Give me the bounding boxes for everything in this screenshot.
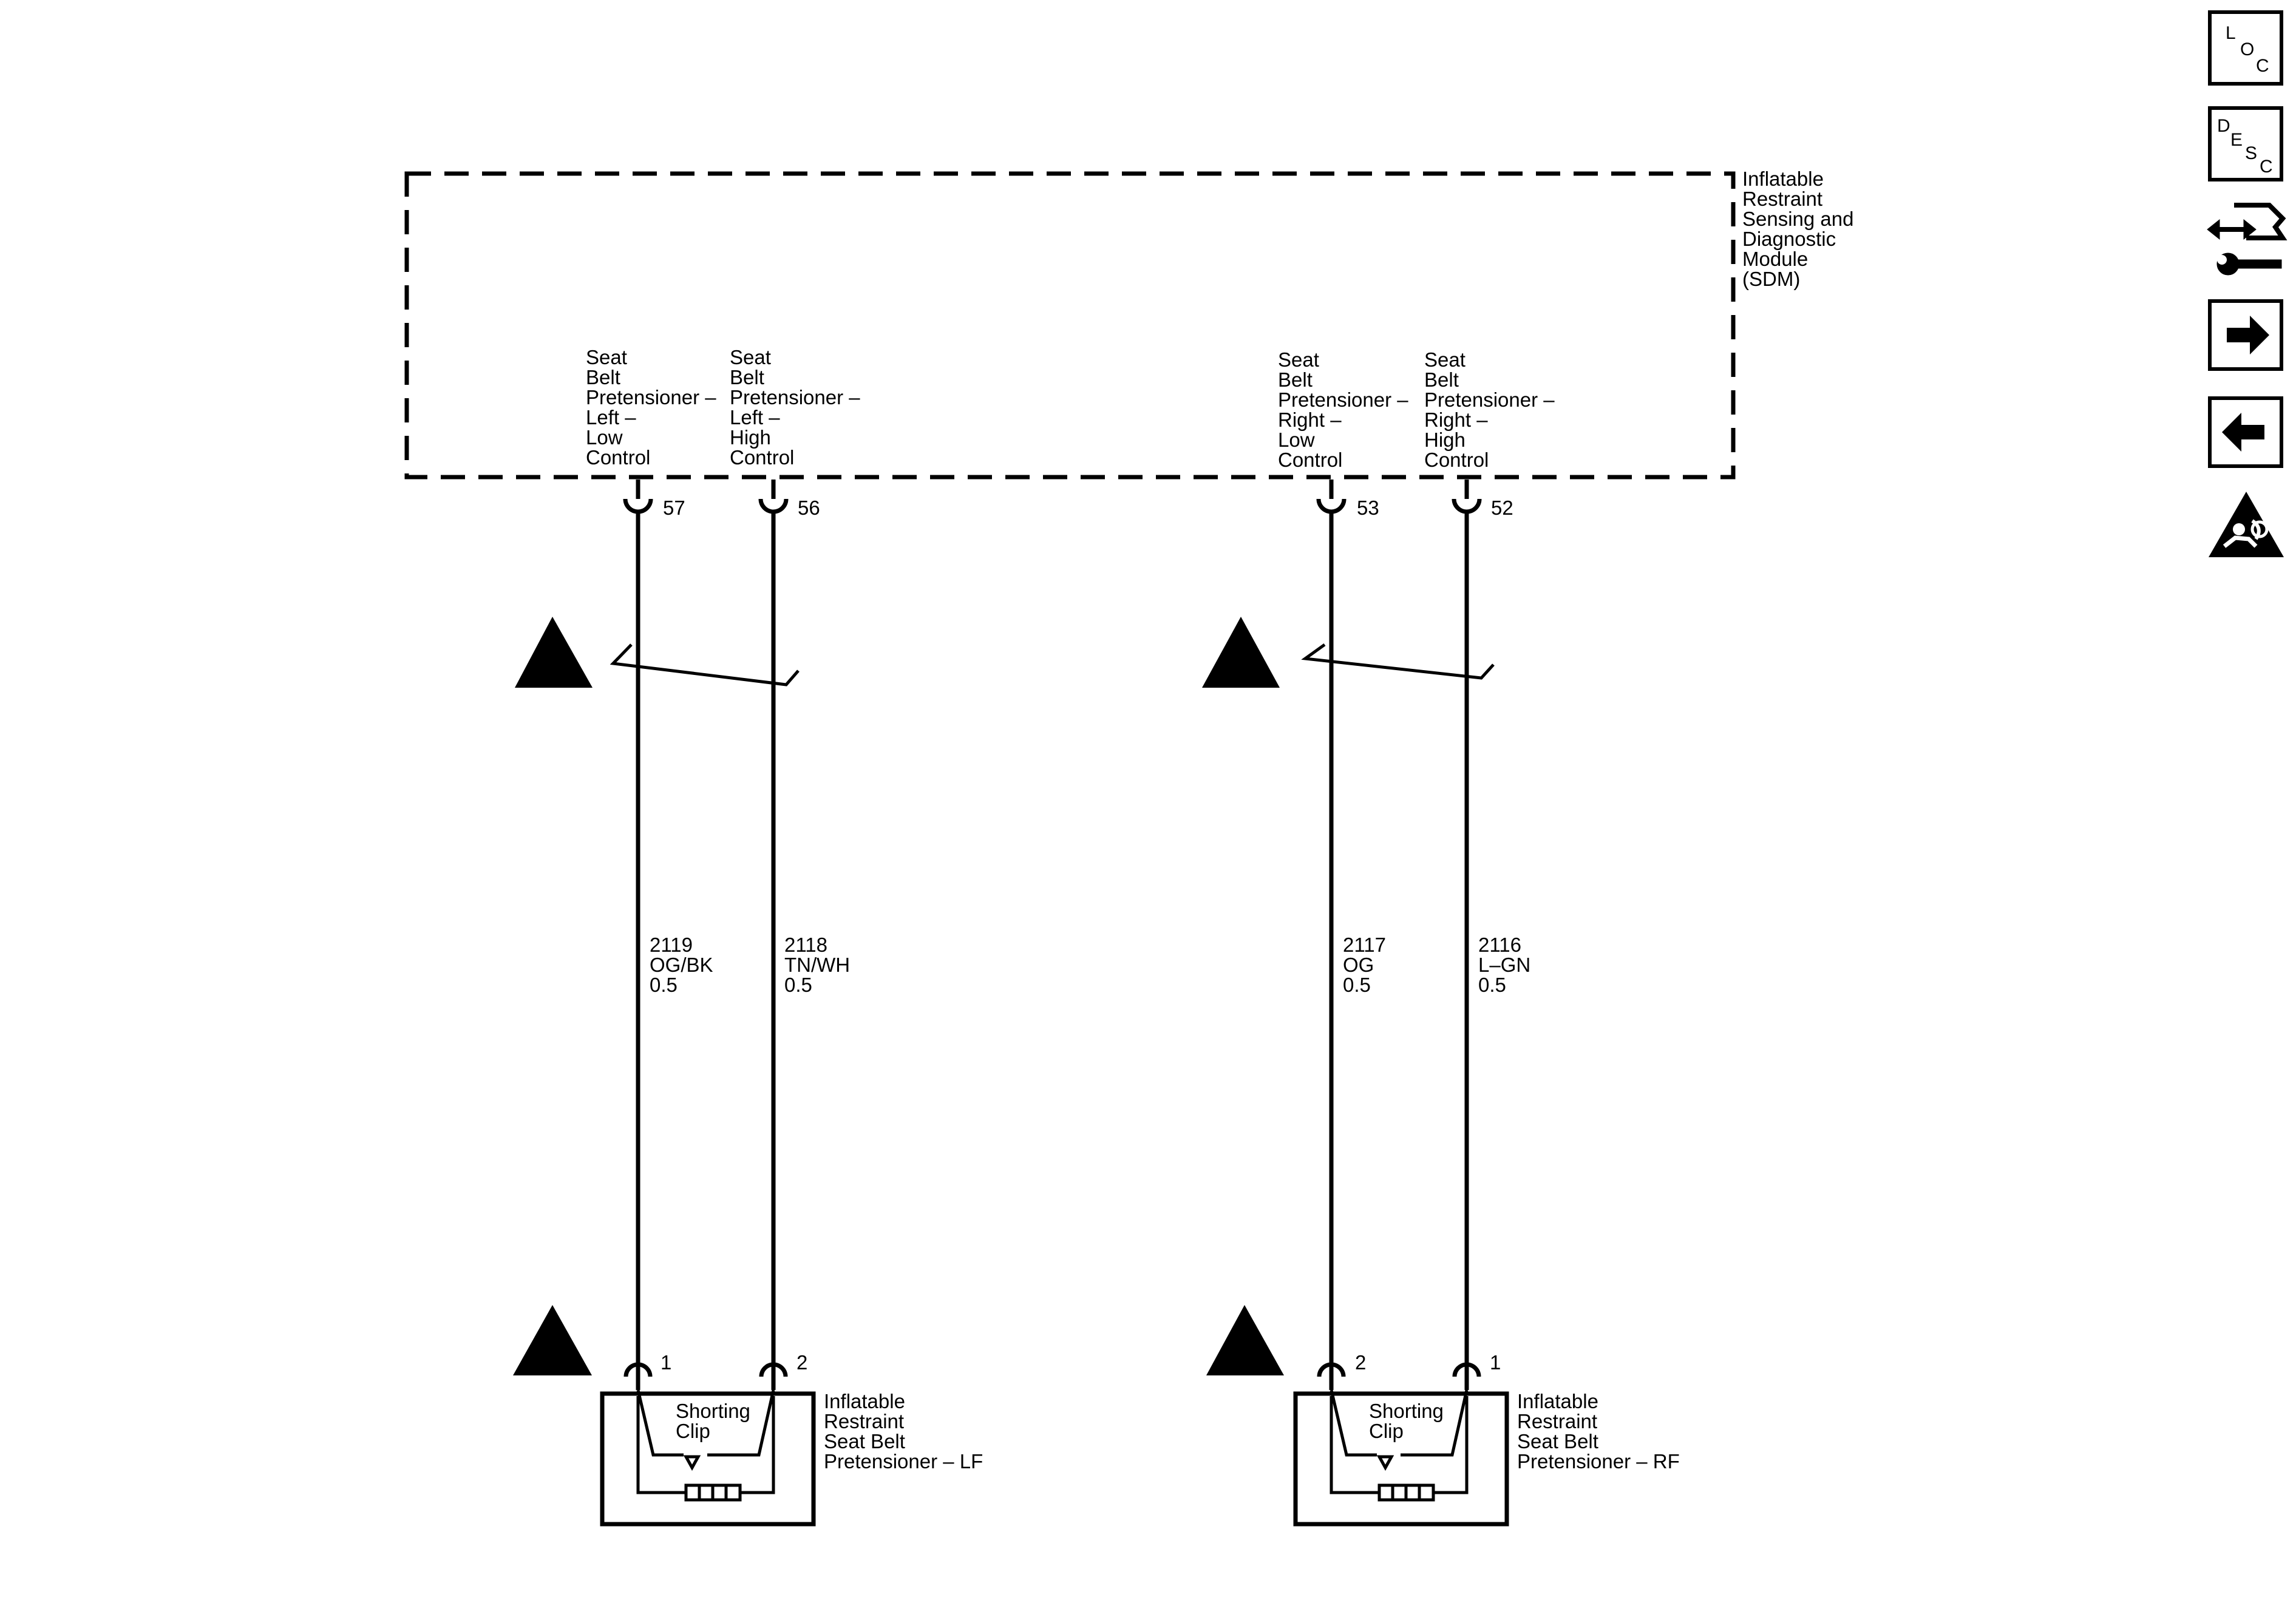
- warning-triangles: ! ! ! !: [513, 617, 1284, 1378]
- device-pin-number: 2: [1355, 1351, 1366, 1374]
- airbag-warning-icon: [2209, 492, 2284, 557]
- svg-text:!: !: [1234, 642, 1248, 691]
- svg-text:E: E: [2230, 130, 2243, 150]
- pretensioner-rf-box: [1293, 1391, 1509, 1527]
- loc-icon: [2208, 10, 2283, 86]
- device-pin-number: 1: [661, 1351, 671, 1374]
- shorting-clip-label: Shorting Clip: [1369, 1400, 1449, 1442]
- sdm-pin-label-rf-low: Seat Belt Pretensioner – Right – Low Con…: [1278, 348, 1414, 471]
- svg-text:!: !: [545, 1330, 560, 1378]
- connector-repair-button[interactable]: [2207, 203, 2288, 276]
- sdm-pin-label-rf-high: Seat Belt Pretensioner – Right – High Co…: [1424, 348, 1560, 471]
- warning-icon: !: [1206, 1305, 1284, 1378]
- sidebar: L O C D E S C: [2207, 10, 2288, 557]
- sdm-pin-label-lf-low: Seat Belt Pretensioner – Left – Low Cont…: [586, 346, 722, 469]
- pretensioner-rf: Shorting Clip Inflatable Restraint Seat …: [1293, 1389, 1680, 1527]
- shorting-clip-rf: [1330, 1389, 1469, 1502]
- wire-label-2119: 2119 OG/BK 0.5: [650, 934, 719, 996]
- sdm-pin-number: 52: [1491, 497, 1513, 519]
- sdm-pin-number: 57: [663, 497, 685, 519]
- connector-repair-icon: [2207, 203, 2288, 276]
- sdm-pin-number: 53: [1357, 497, 1379, 519]
- pretensioner-rf-label: Inflatable Restraint Seat Belt Pretensio…: [1517, 1390, 1680, 1473]
- twisted-pair-marker-lf: [610, 643, 800, 686]
- svg-text:C: C: [2256, 56, 2269, 76]
- svg-text:!: !: [1237, 1330, 1252, 1378]
- sdm-connector-terminals: [623, 480, 1482, 514]
- next-page-button[interactable]: [2208, 299, 2283, 371]
- previous-page-button[interactable]: [2208, 396, 2283, 468]
- svg-text:C: C: [2260, 157, 2273, 177]
- desc-icon: [2208, 106, 2283, 181]
- device-pin-number: 1: [1490, 1351, 1501, 1374]
- pretensioner-lf-box: [600, 1391, 816, 1527]
- wire-label-2116: 2116 L–GN 0.5: [1478, 934, 1536, 996]
- sdm-pin-number: 56: [798, 497, 820, 519]
- wires: [636, 513, 1469, 1364]
- svg-text:S: S: [2245, 143, 2257, 163]
- pretensioner-lf: Shorting Clip Inflatable Restraint Seat …: [600, 1389, 983, 1527]
- sdm-module-label: Inflatable Restraint Sensing and Diagnos…: [1742, 168, 1860, 290]
- svg-text:!: !: [546, 642, 561, 691]
- shorting-clip-lf: [636, 1389, 775, 1502]
- twisted-pair-markers: [610, 643, 1495, 686]
- loc-button[interactable]: L O C: [2208, 10, 2283, 86]
- warning-icon: !: [515, 617, 593, 691]
- sdm-pin-label-lf-high: Seat Belt Pretensioner – Left – High Con…: [730, 346, 866, 469]
- pretensioner-lf-label: Inflatable Restraint Seat Belt Pretensio…: [824, 1390, 983, 1473]
- svg-text:O: O: [2240, 39, 2254, 59]
- shorting-clip-label: Shorting Clip: [676, 1400, 756, 1442]
- device-pin-number: 2: [796, 1351, 807, 1374]
- sdm-module-box: [404, 171, 1736, 480]
- desc-button[interactable]: D E S C: [2208, 106, 2283, 181]
- svg-text:L: L: [2226, 23, 2236, 43]
- airbag-warning-button[interactable]: [2209, 492, 2284, 557]
- pretensioner-connector-terminals: [623, 1362, 1481, 1390]
- wire-label-2117: 2117 OG 0.5: [1343, 934, 1391, 996]
- warning-icon: !: [1202, 617, 1280, 691]
- wire-label-2118: 2118 TN/WH 0.5: [784, 934, 855, 996]
- twisted-pair-marker-rf: [1301, 643, 1495, 680]
- warning-icon: !: [513, 1305, 592, 1378]
- svg-text:D: D: [2217, 116, 2230, 136]
